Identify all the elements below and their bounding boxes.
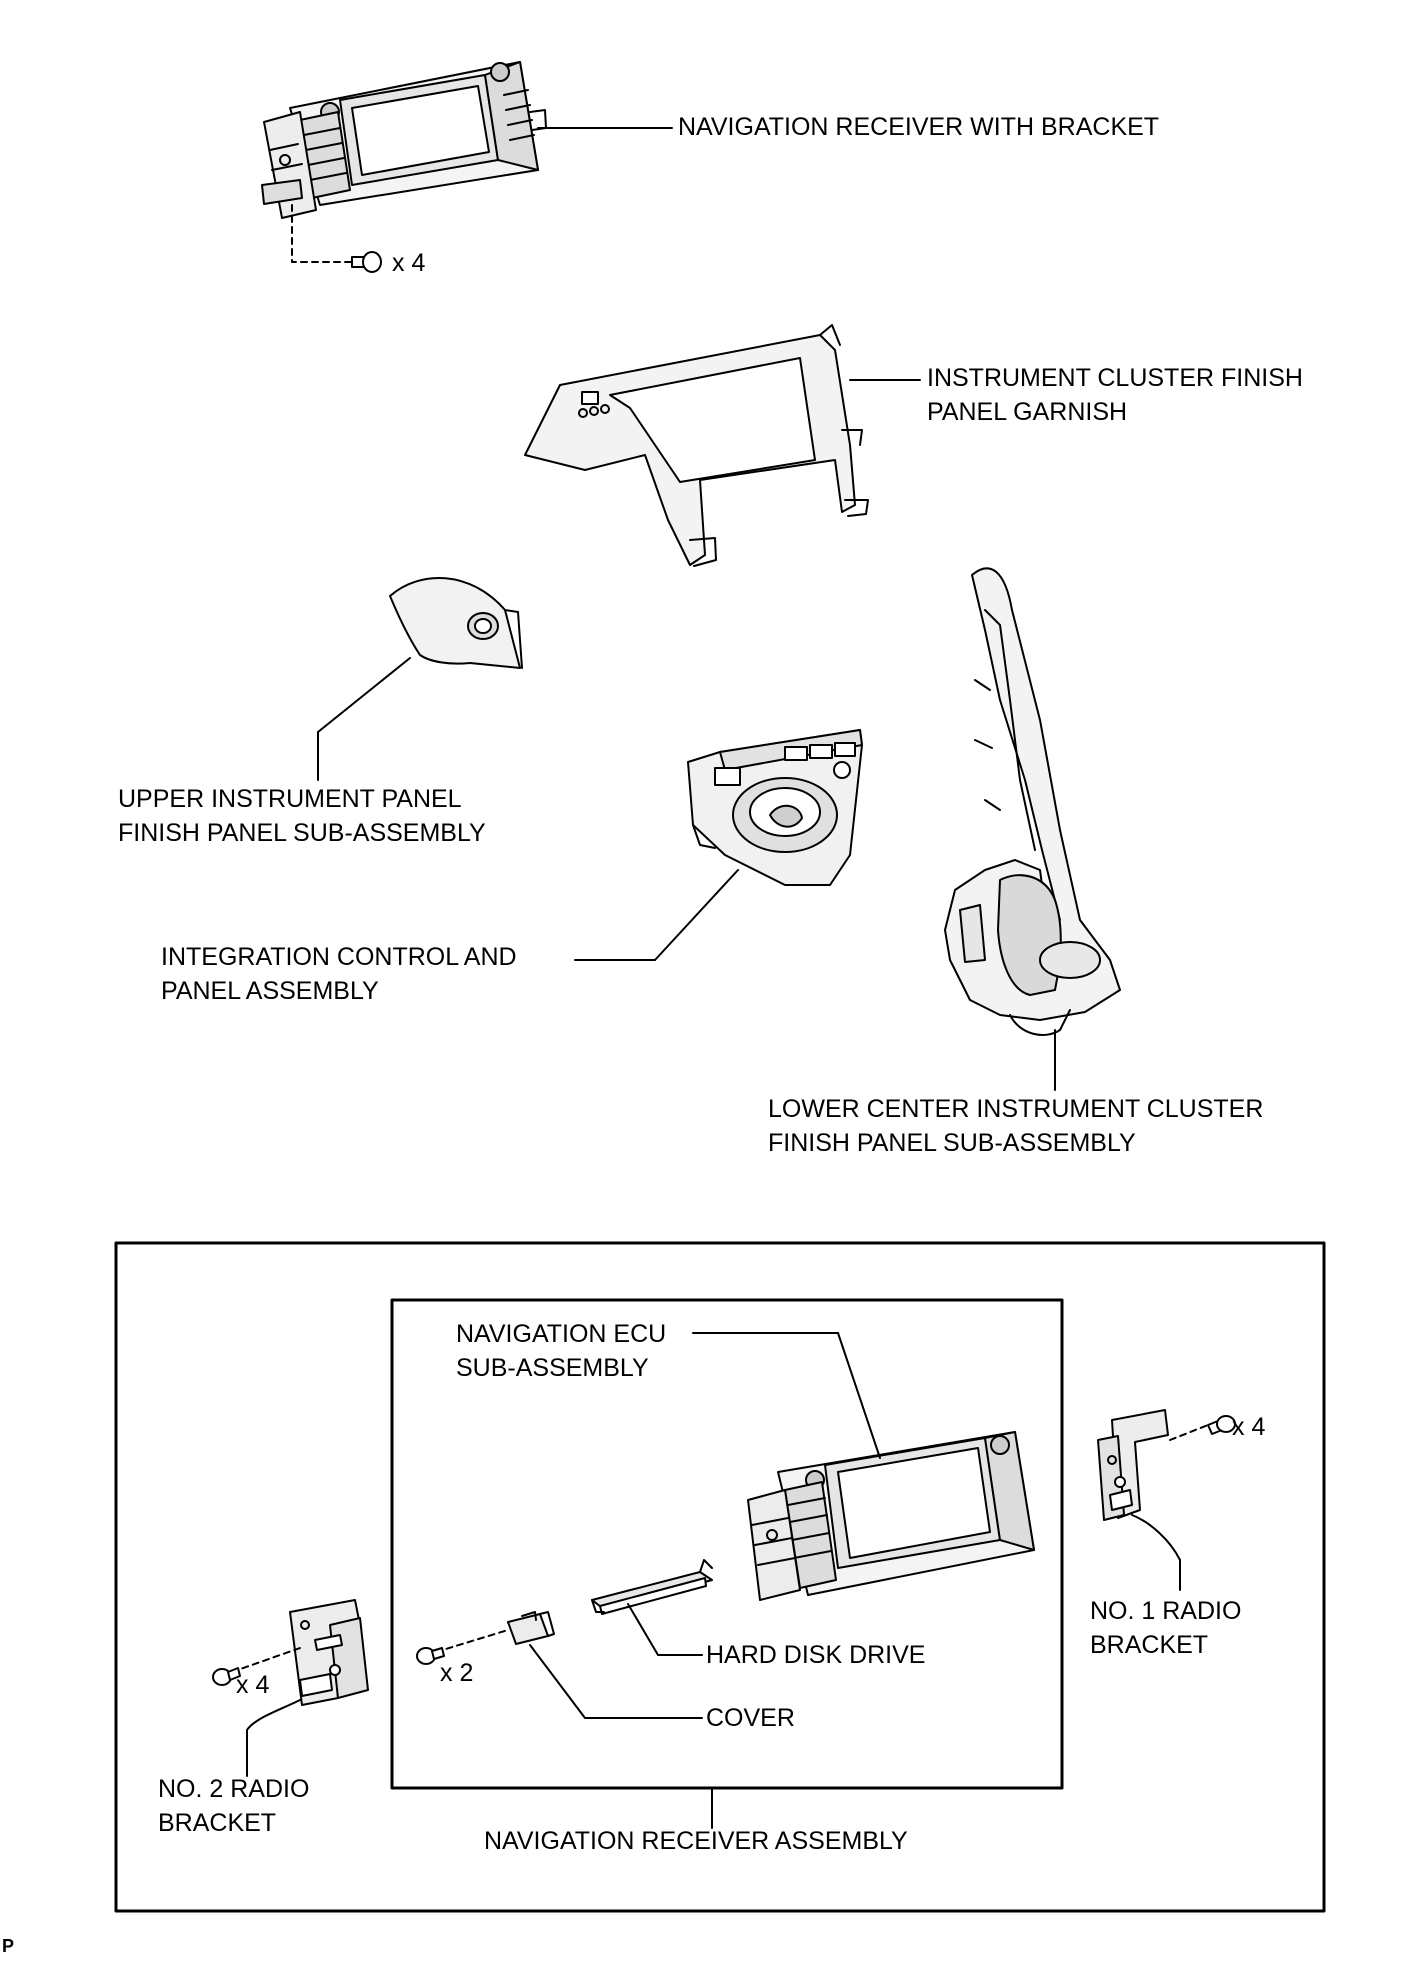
navigation-receiver-assembly-frame bbox=[390, 1298, 1064, 1790]
instrument-cluster-finish-panel-garnish-drawing bbox=[524, 324, 921, 567]
label-cover: COVER bbox=[706, 1704, 795, 1732]
screw-icon bbox=[1207, 1415, 1236, 1435]
label-lower-center-instrument-cluster: LOWER CENTER INSTRUMENT CLUSTER FINISH P… bbox=[768, 1095, 1264, 1157]
hard-disk-drive-drawing bbox=[591, 1559, 713, 1656]
qty-top-screws: x 4 bbox=[392, 249, 426, 277]
label-navigation-ecu: NAVIGATION ECU SUB-ASSEMBLY bbox=[456, 1320, 667, 1382]
integration-control-and-panel-drawing bbox=[574, 729, 863, 961]
lower-outer-frame bbox=[114, 1241, 1326, 1913]
upper-instrument-panel-finish-panel-drawing bbox=[317, 577, 523, 781]
lower-center-instrument-cluster-drawing bbox=[944, 567, 1121, 1091]
label-navigation-receiver-assembly: NAVIGATION RECEIVER ASSEMBLY bbox=[484, 1827, 908, 1855]
figure-id: P bbox=[2, 1936, 15, 1956]
no2-radio-bracket-drawing bbox=[212, 1599, 369, 1777]
qty-no1-bracket-screws: x 4 bbox=[1232, 1413, 1266, 1441]
label-integration-control-and-panel: INTEGRATION CONTROL AND PANEL ASSEMBLY bbox=[161, 943, 517, 1005]
cover-drawing bbox=[416, 1611, 703, 1719]
label-no2-radio-bracket: NO. 2 RADIO BRACKET bbox=[158, 1775, 310, 1837]
label-navigation-receiver-with-bracket: NAVIGATION RECEIVER WITH BRACKET bbox=[678, 113, 1160, 141]
no1-radio-bracket-drawing bbox=[1097, 1409, 1236, 1591]
navigation-receiver-with-bracket-drawing bbox=[261, 61, 673, 273]
screw-icon bbox=[416, 1647, 445, 1665]
qty-no2-bracket-screws: x 4 bbox=[236, 1671, 270, 1699]
screw-icon bbox=[351, 251, 382, 273]
qty-cover-screws: x 2 bbox=[440, 1659, 474, 1687]
navigation-ecu-drawing bbox=[692, 1332, 1035, 1601]
label-no1-radio-bracket: NO. 1 RADIO BRACKET bbox=[1090, 1597, 1242, 1659]
label-hard-disk-drive: HARD DISK DRIVE bbox=[706, 1641, 926, 1669]
label-upper-instrument-panel-finish-panel: UPPER INSTRUMENT PANEL FINISH PANEL SUB-… bbox=[118, 785, 486, 847]
label-instrument-cluster-finish-panel-garnish: INSTRUMENT CLUSTER FINISH PANEL GARNISH bbox=[927, 364, 1303, 426]
screw-icon bbox=[212, 1667, 241, 1686]
